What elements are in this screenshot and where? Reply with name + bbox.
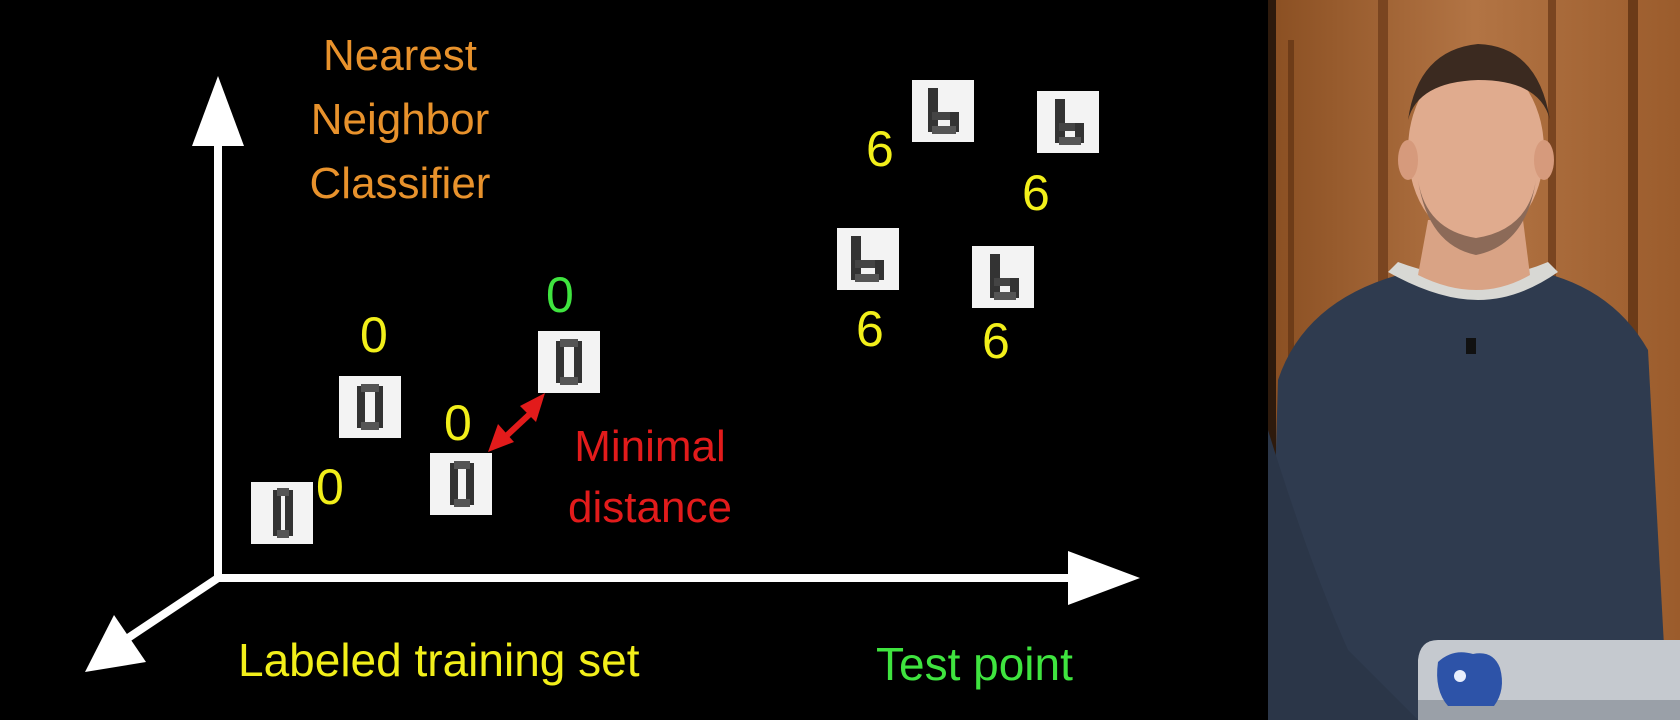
six-image <box>972 246 1034 308</box>
training-zero-label: 0 <box>360 307 388 363</box>
bulldog-logo-icon <box>1437 652 1502 706</box>
minimal-distance-line-1: Minimal <box>574 422 726 471</box>
training-zero-label: 0 <box>316 459 344 515</box>
six-label: 6 <box>1022 165 1050 221</box>
six-label: 6 <box>982 313 1010 369</box>
presenter-video-icon <box>1268 0 1680 720</box>
test-zero-image <box>538 331 600 393</box>
distance-arrowhead-upper <box>520 393 545 422</box>
six-label: 6 <box>866 121 894 177</box>
test-zero-label: 0 <box>546 267 574 323</box>
title-line-1: Nearest <box>322 31 478 80</box>
training-zero-label: 0 <box>444 395 472 451</box>
title-line-2: Neighbor <box>310 95 490 144</box>
axes-diagram <box>85 76 1140 672</box>
distance-arrowhead-lower <box>488 424 514 452</box>
six-image <box>1037 91 1099 153</box>
presenter-video <box>1268 0 1680 720</box>
minimal-distance-line-2: distance <box>568 483 732 532</box>
caption-labeled-training-set: Labeled training set <box>238 634 640 686</box>
six-image <box>912 80 974 142</box>
z-axis-line <box>122 574 221 644</box>
six-label: 6 <box>856 301 884 357</box>
training-zero-image <box>430 453 492 515</box>
y-axis-arrowhead <box>192 76 244 146</box>
z-axis-arrowhead <box>85 615 146 672</box>
title-line-3: Classifier <box>309 159 491 208</box>
training-zero-image <box>339 376 401 438</box>
training-zero-image <box>251 482 313 544</box>
x-axis-arrowhead <box>1068 551 1140 605</box>
six-image <box>837 228 899 290</box>
slide-area: Nearest Neighbor Classifier 0 0 0 0 6 6 … <box>85 31 1140 690</box>
caption-test-point: Test point <box>876 638 1073 690</box>
